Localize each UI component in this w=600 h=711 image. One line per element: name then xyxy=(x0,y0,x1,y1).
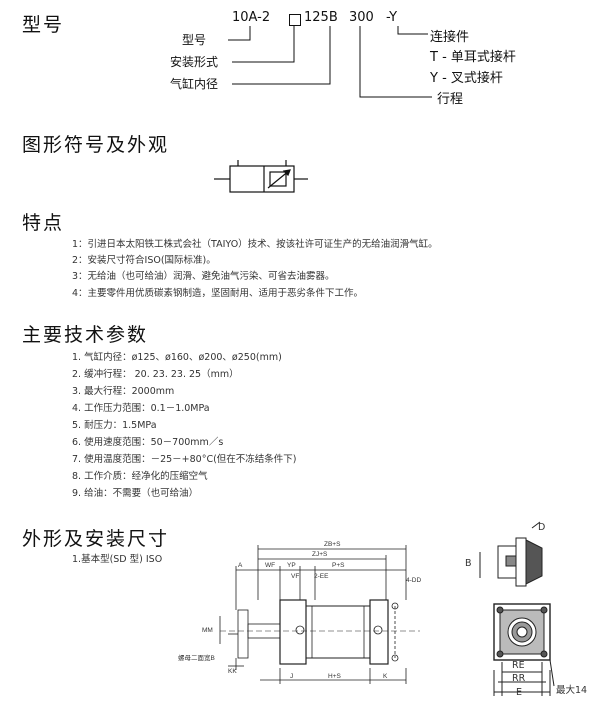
spec-item-8: 8. 工作介质：经净化的压缩空气 xyxy=(72,471,208,482)
spec-item-3: 3. 最大行程：2000mm xyxy=(72,386,175,397)
model-code-part1: 10A-2 xyxy=(232,10,271,25)
label-model: 型号 xyxy=(182,33,207,47)
feature-item-3: 3：无给油（也可给油）润滑、避免油气污染、可省去油雾器。 xyxy=(72,271,335,282)
label-mount-type: 安装形式 xyxy=(170,55,219,69)
dim-vf: VF xyxy=(291,573,300,580)
label-connector: 连接件 xyxy=(430,30,470,45)
model-code-part4: -Y xyxy=(386,10,398,25)
spec-item-5: 5. 耐压力：1.5MPa xyxy=(72,420,157,431)
dim-max: 最大14 xyxy=(556,685,588,696)
dim-b: B xyxy=(465,558,472,569)
spec-item-6: 6. 使用速度范围：50－700mm／s xyxy=(72,437,224,448)
dim-ps: P+S xyxy=(332,562,345,569)
cylinder-symbol xyxy=(214,160,308,193)
dim-dd: 4-DD xyxy=(406,577,422,584)
dim-hs: H+S xyxy=(328,673,341,680)
dim-a: A xyxy=(238,562,243,569)
symbol-section-title: 图形符号及外观 xyxy=(22,134,170,156)
dim-kk: KK xyxy=(228,668,237,675)
feature-item-4: 4：主要零件用优质碳素钢制造，坚固耐用、适用于恶劣条件下工作。 xyxy=(72,288,364,299)
dim-nut: 螺母二面宽B xyxy=(178,655,215,662)
dim-wf: WF xyxy=(265,562,276,569)
cylinder-side-drawing xyxy=(219,545,420,684)
model-code-leader-lines xyxy=(228,26,432,98)
dim-zj: ZJ+S xyxy=(312,551,328,558)
dimensions-title: 外形及安装尺寸 xyxy=(22,528,170,550)
dim-k: K xyxy=(383,673,388,680)
spec-item-7: 7. 使用温度范围：－25－+80°C(但在不冻结条件下) xyxy=(72,454,297,465)
spec-item-1: 1. 气缸内径：ø125、ø160、ø200、ø250(mm) xyxy=(72,352,282,363)
cylinder-end-views xyxy=(479,521,555,696)
label-stroke: 行程 xyxy=(437,92,464,107)
dim-rr: RR xyxy=(512,673,526,684)
feature-item-1: 1：引进日本太阳铁工株式会社（TAIYO）技术、按该社许可证生产的无给油润滑气缸… xyxy=(72,239,438,250)
dim-yp: YP xyxy=(287,562,296,569)
model-section-title: 型号 xyxy=(22,14,65,36)
dim-re: RE xyxy=(512,660,525,671)
dim-ee: 2-EE xyxy=(314,573,329,580)
dim-zb: ZB+S xyxy=(324,541,341,548)
model-code-box xyxy=(289,14,301,26)
label-bore: 气缸内径 xyxy=(170,77,219,91)
model-code-part2: 125B xyxy=(304,10,338,25)
spec-item-2: 2. 缓冲行程： 20. 23. 23. 25（mm） xyxy=(72,369,239,380)
dim-j: J xyxy=(290,673,294,680)
feature-item-2: 2：安装尺寸符合ISO(国际标准)。 xyxy=(72,255,216,266)
model-code-part3: 300 xyxy=(349,10,374,25)
spec-item-4: 4. 工作压力范围：0.1－1.0MPa xyxy=(72,403,210,414)
dimensions-subtitle: 1.基本型(SD 型) ISO xyxy=(72,554,163,565)
dim-mm: MM xyxy=(202,627,213,634)
spec-item-9: 9. 给油：不需要（也可给油） xyxy=(72,488,199,499)
label-y-option: Y - 叉式接杆 xyxy=(430,71,503,86)
specs-title: 主要技术参数 xyxy=(22,324,149,346)
label-t-option: T - 单耳式接杆 xyxy=(430,50,516,65)
features-title: 特点 xyxy=(22,212,65,234)
dim-d: D xyxy=(538,522,546,533)
dim-e: E xyxy=(516,687,523,698)
